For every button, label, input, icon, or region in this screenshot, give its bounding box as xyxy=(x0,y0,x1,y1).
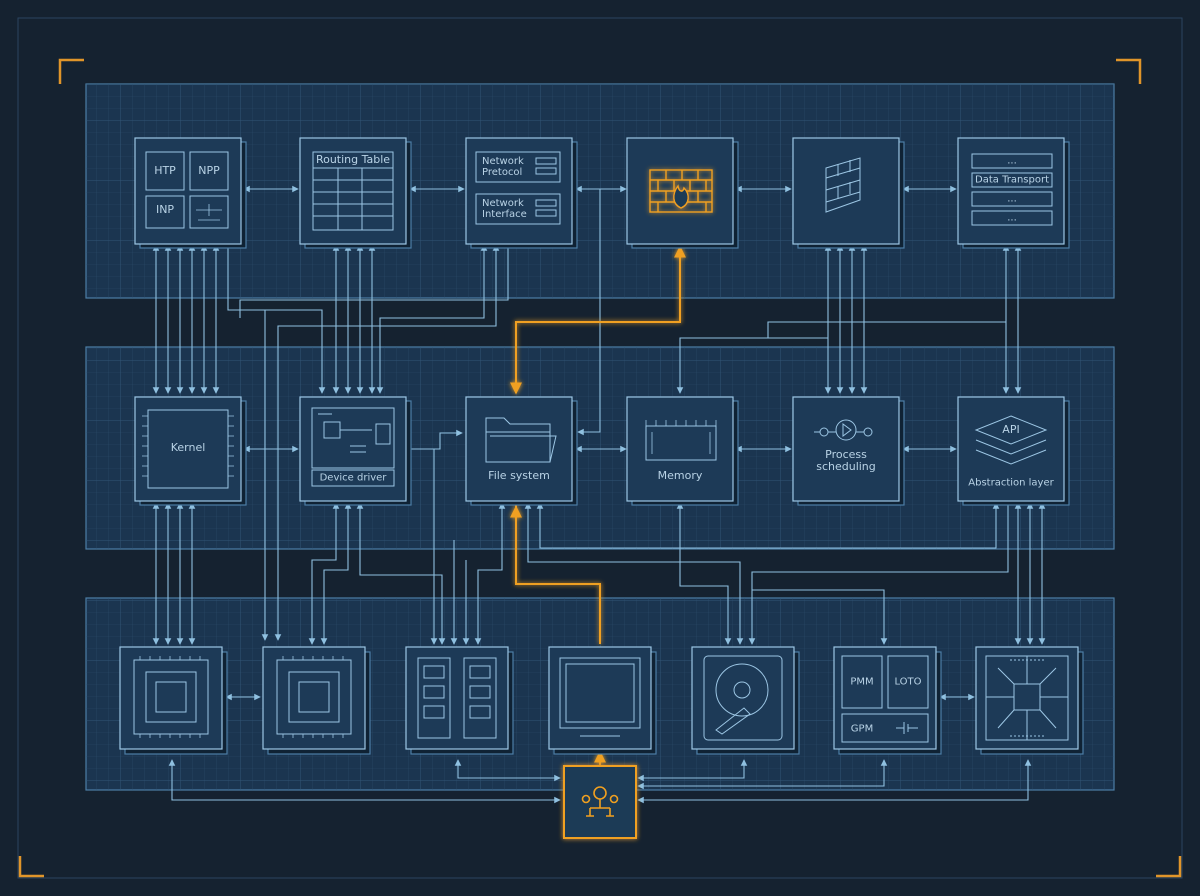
process-scheduling-label: Process scheduling xyxy=(816,448,876,473)
pmm-label: PMM xyxy=(850,676,874,688)
loto-label: LOTO xyxy=(894,676,922,688)
protocol-http-label: HTP xyxy=(154,164,176,177)
data-transport-node[interactable] xyxy=(957,137,1065,245)
device-driver-board-icon xyxy=(311,407,395,487)
abstraction-layer-label: Abstraction layer xyxy=(968,477,1054,489)
gpu-node[interactable] xyxy=(262,646,366,750)
routing-table-title: Routing Table xyxy=(315,153,391,166)
monitor-icon xyxy=(559,657,641,737)
process-scheduling-node[interactable] xyxy=(792,396,900,502)
file-system-label: File system xyxy=(488,469,550,482)
power-node[interactable] xyxy=(833,646,937,750)
memory-chip-icon xyxy=(645,420,717,461)
power-module-icon xyxy=(841,655,929,743)
device-driver-node[interactable] xyxy=(299,396,407,502)
memory-node[interactable] xyxy=(626,396,734,502)
network-stack-layers xyxy=(475,151,561,225)
connection-lines xyxy=(152,185,1046,804)
network-protocol-label: Network Pretocol xyxy=(482,156,524,178)
ram-module-icon xyxy=(417,657,497,739)
data-transport-label: Data Transport xyxy=(975,174,1049,186)
corner-brackets xyxy=(18,58,1182,878)
routing-table-node[interactable] xyxy=(299,137,407,245)
highlight-path xyxy=(510,245,686,766)
transport-row-1: ... xyxy=(1007,155,1017,167)
ram-node[interactable] xyxy=(405,646,509,750)
network-interface-label: Network Interface xyxy=(482,198,527,220)
monitor-node[interactable] xyxy=(548,646,652,750)
protocols-grid xyxy=(145,151,229,229)
transport-row-3: ... xyxy=(1007,193,1017,205)
device-driver-label: Device driver xyxy=(319,472,387,484)
api-layers-icon xyxy=(974,415,1048,465)
protocols-node[interactable] xyxy=(134,137,242,245)
fire-icon xyxy=(649,169,713,213)
kernel-node[interactable] xyxy=(134,396,242,502)
api-label: API xyxy=(1002,423,1020,436)
brick-wall-icon xyxy=(825,157,861,213)
protocol-inp-label: INP xyxy=(155,203,175,216)
gpu-chip-icon xyxy=(276,656,352,738)
node-boxes xyxy=(119,137,1084,755)
folder-icon xyxy=(485,417,557,463)
protocol-npp-label: NPP xyxy=(198,164,220,177)
transport-row-4: ... xyxy=(1007,212,1017,224)
abstraction-layer-node[interactable] xyxy=(957,396,1065,502)
cpu-chip-icon xyxy=(133,656,209,738)
circuit-board-icon xyxy=(985,655,1069,741)
cpu-node[interactable] xyxy=(119,646,223,750)
process-scheduling-icon xyxy=(814,419,873,441)
outer-frame xyxy=(17,17,1183,879)
kernel-label: Kernel xyxy=(170,441,206,454)
hard-disk-icon xyxy=(703,655,783,741)
routing-table-grid xyxy=(312,151,394,231)
transport-rows xyxy=(971,153,1053,226)
network-stack-node[interactable] xyxy=(465,137,573,245)
file-system-node[interactable] xyxy=(465,396,573,502)
bus-hub-node[interactable] xyxy=(563,765,637,839)
gpm-label: GPM xyxy=(850,723,874,735)
bus-hub-icon xyxy=(581,786,619,817)
memory-label: Memory xyxy=(657,469,703,482)
wall-node[interactable] xyxy=(792,137,900,245)
kernel-chip-icon xyxy=(142,409,234,489)
